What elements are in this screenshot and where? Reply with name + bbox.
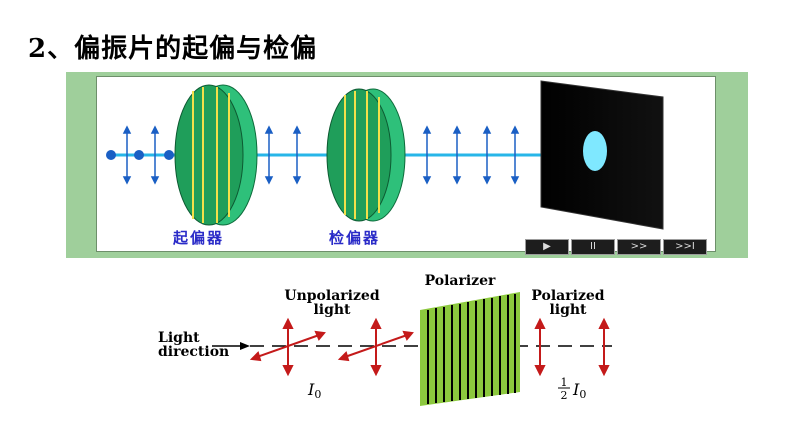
pause-button[interactable]: II [571, 239, 615, 255]
polarization-animation-panel: 起偏器 检偏器 ▶ II >> >>I [66, 72, 748, 258]
polarized-vectors [534, 317, 610, 377]
polarizer-label-diagram: Polarizer [424, 273, 496, 289]
polarizer-grating [420, 292, 520, 406]
observation-screen [540, 80, 664, 230]
polarized-label-line1: Polarized [531, 288, 605, 304]
source-dot [164, 150, 174, 160]
half-denominator: 2 [560, 389, 568, 402]
unpolarized-vector-2 [337, 317, 414, 377]
polarized-label-line2: light [549, 302, 587, 318]
source-dot [106, 150, 116, 160]
half-numerator: 1 [560, 376, 568, 389]
polarizer-disk [174, 84, 258, 226]
polarized-arrows-after [422, 125, 520, 185]
play-button[interactable]: ▶ [525, 239, 569, 255]
initial-intensity: I0 [308, 380, 322, 401]
animation-scene [106, 80, 664, 230]
unpolarized-label-line2: light [313, 302, 351, 318]
unpolarized-vector-1 [249, 317, 326, 377]
forward-button[interactable]: >> [617, 239, 661, 255]
direction-label: direction [158, 344, 230, 360]
end-button[interactable]: >>I [663, 239, 707, 255]
animation-frame: 起偏器 检偏器 ▶ II >> >>I [96, 76, 716, 255]
page-title: 2、偏振片的起偏与检偏 [28, 34, 318, 64]
light-spot [583, 131, 607, 171]
half-intensity: I0 [573, 380, 587, 401]
light-label: Light [158, 330, 200, 346]
polarized-arrows-middle [264, 125, 302, 185]
unpolarized-arrows [122, 125, 160, 185]
analyzer-disk [326, 88, 406, 222]
source-dot [134, 150, 144, 160]
polarizer-label: 起偏器 [173, 229, 225, 247]
unpolarized-label-line1: Unpolarized [284, 288, 380, 304]
analyzer-label: 检偏器 [329, 229, 381, 247]
